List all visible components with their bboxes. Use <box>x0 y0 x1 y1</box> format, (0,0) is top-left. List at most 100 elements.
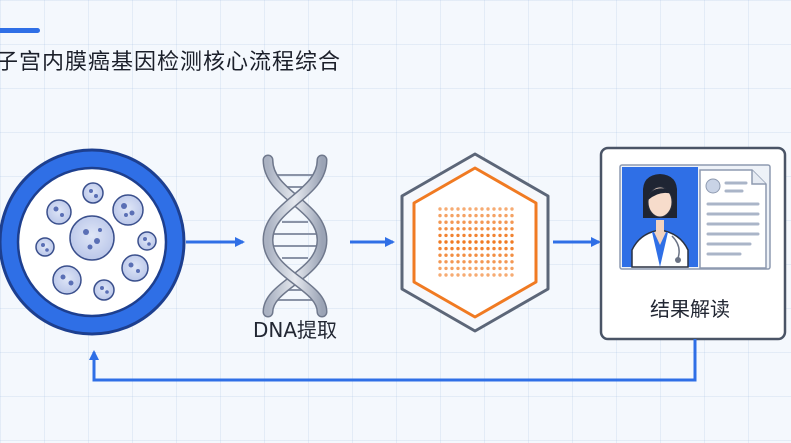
chip-dot <box>444 253 448 257</box>
chip-dot <box>486 246 490 251</box>
chip-dot <box>504 260 508 264</box>
chip-dot <box>480 260 484 264</box>
chip-dot <box>492 273 496 277</box>
chip-dot <box>438 213 442 218</box>
chip-dot <box>510 266 514 271</box>
chip-dot <box>498 227 502 231</box>
chip-dot <box>468 233 472 238</box>
chip-dot <box>480 253 484 257</box>
doctor-report-icon <box>599 146 787 341</box>
chip-dot <box>474 233 478 238</box>
chip-dot <box>498 273 502 277</box>
chip-dot <box>444 207 448 211</box>
chip-dot <box>510 207 514 211</box>
chip-dot <box>492 233 496 238</box>
chip-dot <box>504 273 508 277</box>
chip-dot <box>480 213 484 218</box>
chip-dot <box>474 220 478 224</box>
chip-dot <box>486 240 490 244</box>
chip-dot <box>462 266 466 271</box>
chip-dot <box>438 233 442 238</box>
chip-dot <box>486 266 490 271</box>
chip-dot <box>438 253 442 257</box>
chip-dot <box>510 227 514 231</box>
chip-dot <box>456 253 460 257</box>
chip-dot <box>498 220 502 224</box>
chip-dot <box>498 246 502 251</box>
chip-dot <box>498 207 502 211</box>
chip-dot <box>486 253 490 257</box>
chip-dot <box>438 246 442 251</box>
chip-dot <box>480 266 484 271</box>
chip-dot <box>438 260 442 264</box>
chip-dot <box>492 266 496 271</box>
chip-dot <box>504 266 508 271</box>
chip-dot <box>462 207 466 211</box>
chip-dot <box>498 213 502 218</box>
chip-dot <box>486 207 490 211</box>
chip-dot <box>474 207 478 211</box>
chip-dot <box>444 266 448 271</box>
chip-dot <box>486 220 490 224</box>
chip-dot <box>450 273 454 277</box>
chip-dot <box>450 220 454 224</box>
chip-dot <box>474 240 478 244</box>
chip-dot <box>492 253 496 257</box>
chip-dot <box>492 260 496 264</box>
chip-dot <box>462 227 466 231</box>
chip-dot <box>486 233 490 238</box>
chip-dot <box>486 213 490 218</box>
chip-dot <box>462 240 466 244</box>
chip-dot <box>474 227 478 231</box>
chip-dot <box>480 246 484 251</box>
chip-dot <box>474 273 478 277</box>
page-title: 子宫内膜癌基因检测核心流程综合 <box>0 50 342 75</box>
cell-sample-icon <box>0 148 186 336</box>
chip-dot <box>480 273 484 277</box>
chip-dot <box>504 233 508 238</box>
chip-dot <box>450 207 454 211</box>
chip-dot <box>468 246 472 251</box>
chip-dot <box>462 213 466 218</box>
chip-dot <box>450 213 454 218</box>
chip-dot <box>456 227 460 231</box>
chip-dot <box>468 213 472 218</box>
chip-dot <box>492 213 496 218</box>
chip-dot <box>450 240 454 244</box>
chip-dot <box>480 227 484 231</box>
chip-dot <box>468 253 472 257</box>
dna-extraction-label: DNA提取 <box>253 318 338 342</box>
chip-dot <box>468 227 472 231</box>
chip-dot <box>456 260 460 264</box>
chip-dot <box>438 227 442 231</box>
chip-dot <box>510 246 514 251</box>
result-interpretation-label: 结果解读 <box>650 297 730 321</box>
chip-dot <box>510 220 514 224</box>
chip-dot <box>486 260 490 264</box>
chip-dot <box>510 213 514 218</box>
chip-dot <box>498 253 502 257</box>
chip-dot <box>498 266 502 271</box>
chip-dot <box>438 207 442 211</box>
chip-dot <box>438 220 442 224</box>
chip-dot <box>444 240 448 244</box>
chip-dot <box>474 253 478 257</box>
chip-dot <box>480 240 484 244</box>
chip-dot <box>504 220 508 224</box>
chip-dot <box>450 253 454 257</box>
chip-dot <box>462 253 466 257</box>
chip-dot <box>474 213 478 218</box>
chip-dot <box>486 227 490 231</box>
chip-dot <box>444 273 448 277</box>
chip-dot <box>456 207 460 211</box>
chip-dot <box>456 213 460 218</box>
chip-dot <box>468 260 472 264</box>
chip-dot <box>468 273 472 277</box>
chip-dot <box>456 220 460 224</box>
dna-helix-icon <box>262 154 328 318</box>
chip-dot <box>462 233 466 238</box>
chip-dot <box>498 233 502 238</box>
title-accent-bar <box>0 28 40 33</box>
chip-dot <box>498 240 502 244</box>
chip-dot <box>486 273 490 277</box>
